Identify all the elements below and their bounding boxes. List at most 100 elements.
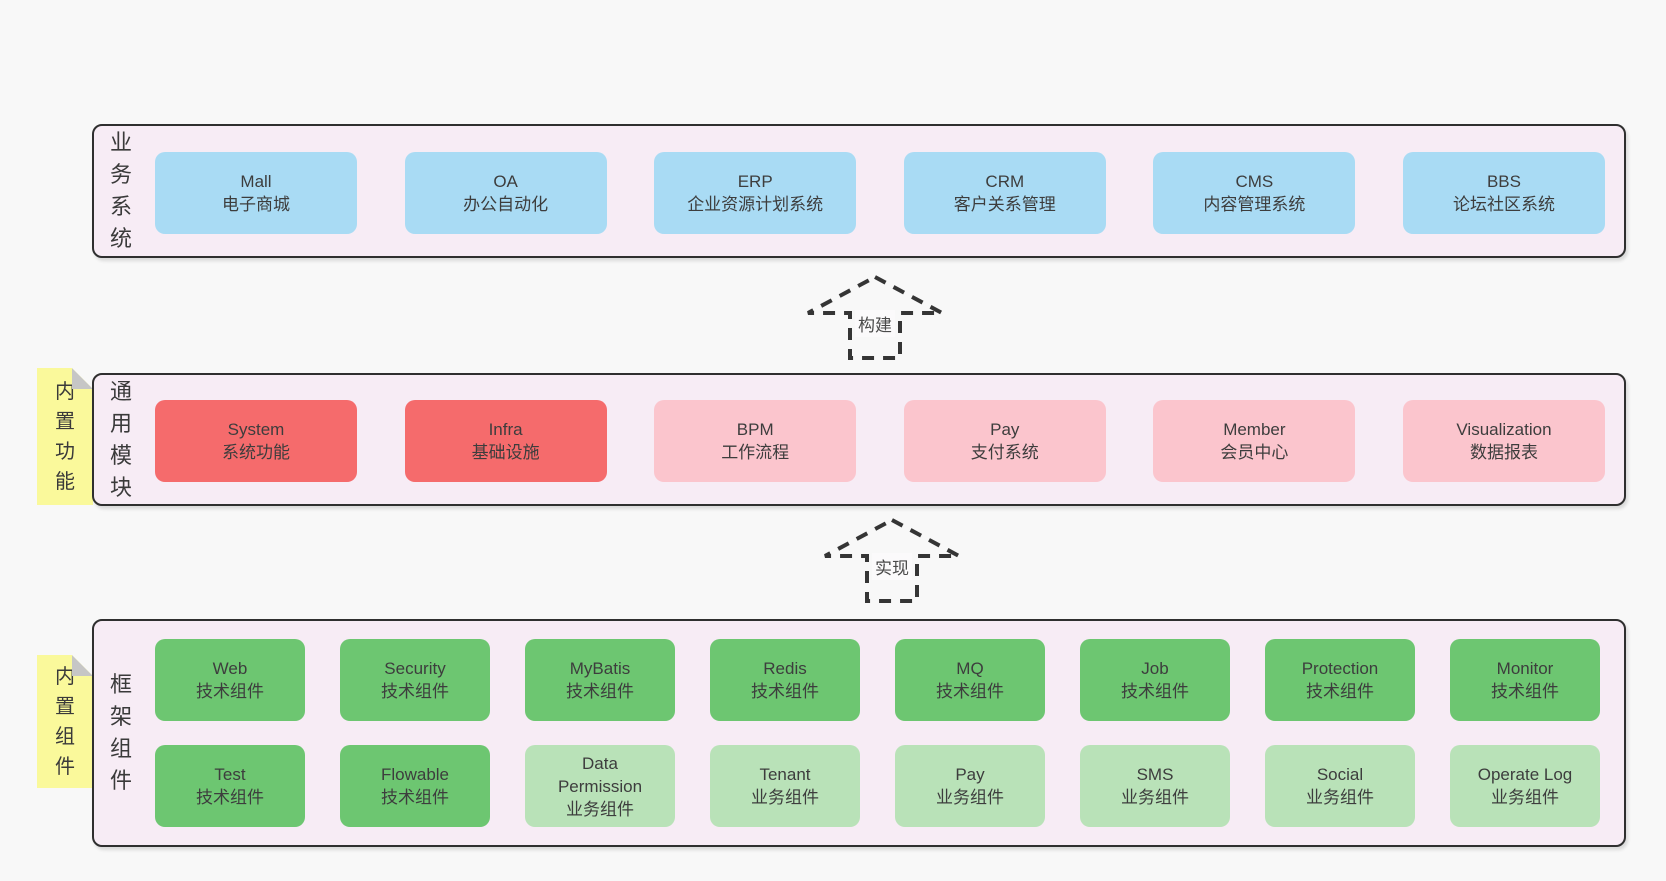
- box-subtitle: 技术组件: [196, 682, 264, 701]
- box-title: Monitor: [1496, 659, 1554, 678]
- box-subtitle: 技术组件: [751, 682, 819, 701]
- box-title: MQ: [956, 659, 984, 678]
- box-title: Member: [1223, 420, 1286, 439]
- band-label: 通用模块: [100, 375, 142, 504]
- box-title: System: [227, 420, 285, 439]
- box-erp: ERP 企业资源计划系统: [654, 152, 857, 234]
- box-mq: MQ 技术组件: [895, 639, 1045, 721]
- box-social: Social 业务组件: [1265, 745, 1415, 827]
- box-redis: Redis 技术组件: [710, 639, 860, 721]
- box-title: SMS: [1136, 765, 1174, 784]
- box-subtitle: 客户关系管理: [953, 195, 1056, 214]
- box-subtitle: 技术组件: [381, 788, 449, 807]
- box-bpm: BPM 工作流程: [654, 400, 857, 482]
- box-subtitle: 技术组件: [936, 682, 1004, 701]
- box-oa: OA 办公自动化: [404, 152, 607, 234]
- box-tenant: Tenant 业务组件: [710, 745, 860, 827]
- box-title: Mall: [240, 172, 272, 191]
- band-common-modules: 通用模块 System 系统功能 Infra 基础设施 BPM 工作流程 Pay…: [92, 373, 1626, 506]
- box-mybatis: MyBatis 技术组件: [525, 639, 675, 721]
- box-cms: CMS 内容管理系统: [1153, 152, 1356, 234]
- box-title: Pay: [955, 765, 985, 784]
- box-subtitle: 会员中心: [1220, 443, 1289, 462]
- box-title: OA: [493, 172, 518, 191]
- box-pay-biz: Pay 业务组件: [895, 745, 1045, 827]
- box-subtitle: 论坛社区系统: [1452, 195, 1555, 214]
- box-subtitle: 技术组件: [566, 682, 634, 701]
- band-boxes-row: Web 技术组件 Security 技术组件 MyBatis 技术组件 Redi…: [155, 639, 1600, 721]
- box-operate-log: Operate Log 业务组件: [1450, 745, 1600, 827]
- box-data-permission: Data Permission 业务组件: [525, 745, 675, 827]
- box-protection: Protection 技术组件: [1265, 639, 1415, 721]
- box-title: Redis: [763, 659, 807, 678]
- arrow-build: 构建: [805, 274, 945, 360]
- folded-corner-icon: [72, 655, 93, 676]
- box-title: Flowable: [380, 765, 450, 784]
- sticky-note-label: 内置组件: [55, 665, 75, 778]
- box-subtitle: 业务组件: [751, 788, 819, 807]
- band-label: 业务系统: [100, 126, 142, 256]
- band-business-systems: 业务系统 Mall 电子商城 OA 办公自动化 ERP 企业资源计划系统 CRM…: [92, 124, 1626, 258]
- box-title: Tenant: [759, 765, 811, 784]
- box-title: Job: [1141, 659, 1169, 678]
- box-security: Security 技术组件: [340, 639, 490, 721]
- box-subtitle: 业务组件: [1491, 788, 1559, 807]
- box-subtitle: 办公自动化: [463, 195, 549, 214]
- box-subtitle: 技术组件: [381, 682, 449, 701]
- box-subtitle: 工作流程: [721, 443, 790, 462]
- box-subtitle: 技术组件: [1121, 682, 1189, 701]
- box-web: Web 技术组件: [155, 639, 305, 721]
- box-flowable: Flowable 技术组件: [340, 745, 490, 827]
- box-subtitle: 技术组件: [1491, 682, 1559, 701]
- box-bbs: BBS 论坛社区系统: [1402, 152, 1605, 234]
- sticky-note-builtin-features: 内置功能: [37, 368, 93, 505]
- band-boxes-row: Test 技术组件 Flowable 技术组件 Data Permission …: [155, 745, 1600, 827]
- box-pay: Pay 支付系统: [903, 400, 1106, 482]
- band-boxes-row: System 系统功能 Infra 基础设施 BPM 工作流程 Pay 支付系统…: [155, 400, 1605, 482]
- box-title: MyBatis: [569, 659, 631, 678]
- box-subtitle: 基础设施: [471, 443, 540, 462]
- band-label-text: 框架组件: [109, 672, 132, 793]
- box-member: Member 会员中心: [1153, 400, 1356, 482]
- box-title: ERP: [737, 172, 773, 191]
- box-title: Test: [214, 765, 246, 784]
- box-title: CMS: [1235, 172, 1274, 191]
- arrow-implement: 实现: [822, 517, 962, 603]
- arrow-label: 实现: [872, 553, 912, 580]
- box-title: Data Permission: [557, 753, 643, 796]
- box-subtitle: 业务组件: [936, 788, 1004, 807]
- band-label-text: 业务系统: [109, 130, 132, 251]
- box-title: Operate Log: [1477, 765, 1573, 784]
- box-subtitle: 内容管理系统: [1203, 195, 1306, 214]
- sticky-note-label: 内置功能: [55, 380, 75, 493]
- box-title: BBS: [1486, 172, 1521, 191]
- box-crm: CRM 客户关系管理: [903, 152, 1106, 234]
- band-label: 框架组件: [100, 621, 142, 845]
- box-title: Pay: [990, 420, 1020, 439]
- box-title: Protection: [1301, 659, 1379, 678]
- box-subtitle: 企业资源计划系统: [687, 195, 824, 214]
- box-subtitle: 电子商城: [222, 195, 290, 214]
- box-job: Job 技术组件: [1080, 639, 1230, 721]
- box-subtitle: 支付系统: [970, 443, 1039, 462]
- box-mall: Mall 电子商城: [155, 152, 357, 234]
- box-subtitle: 系统功能: [222, 443, 290, 462]
- box-subtitle: 业务组件: [1306, 788, 1374, 807]
- box-subtitle: 业务组件: [566, 799, 634, 819]
- sticky-note-builtin-components: 内置组件: [37, 655, 93, 788]
- box-system: System 系统功能: [155, 400, 357, 482]
- box-visualization: Visualization 数据报表: [1402, 400, 1605, 482]
- box-title: Social: [1316, 765, 1364, 784]
- arrow-label: 构建: [855, 310, 895, 337]
- folded-corner-icon: [72, 368, 93, 389]
- band-framework-components: 框架组件 Web 技术组件 Security 技术组件 MyBatis 技术组件…: [92, 619, 1626, 847]
- box-subtitle: 业务组件: [1121, 788, 1189, 807]
- box-sms: SMS 业务组件: [1080, 745, 1230, 827]
- box-infra: Infra 基础设施: [404, 400, 607, 482]
- box-title: BPM: [736, 420, 774, 439]
- box-title: Infra: [488, 420, 523, 439]
- box-title: Web: [212, 659, 248, 678]
- box-subtitle: 数据报表: [1469, 443, 1538, 462]
- box-title: Security: [384, 659, 446, 678]
